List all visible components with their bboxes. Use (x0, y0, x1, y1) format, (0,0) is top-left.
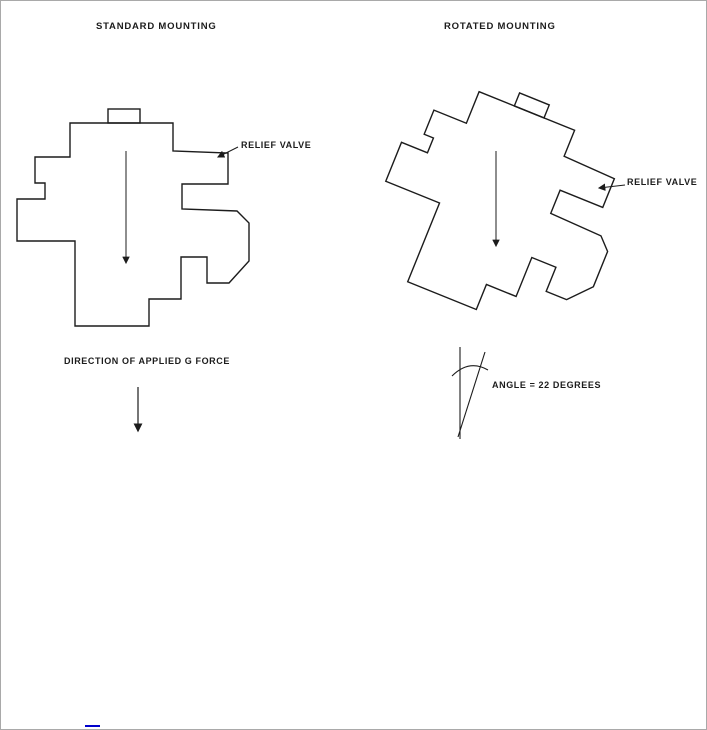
gforce-direction-caption: DIRECTION OF APPLIED G FORCE (64, 356, 230, 366)
rotated-relief-valve-label: RELIEF VALVE (627, 177, 698, 187)
angle-value-label: ANGLE = 22 DEGREES (492, 380, 602, 390)
rotated-body-outline (384, 90, 616, 311)
standard-mounting-figure (16, 108, 250, 327)
standard-relief-leader-arrow (216, 146, 239, 158)
angle-rotated-axis-line (457, 351, 486, 438)
rotated-valve-cap (513, 92, 551, 119)
standard-body-outline (16, 122, 250, 327)
standard-valve-cap (107, 108, 141, 124)
rotated-mounting-title: ROTATED MOUNTING (444, 21, 556, 32)
rotated-mounting-figure (384, 90, 616, 311)
rotated-relief-leader-arrow (597, 183, 626, 191)
footnote-link[interactable] (85, 725, 100, 727)
standard-mounting-title: STANDARD MOUNTING (96, 21, 217, 32)
angle-diagram (451, 347, 489, 439)
standard-relief-valve-label: RELIEF VALVE (241, 140, 312, 150)
angle-arc (451, 365, 489, 377)
